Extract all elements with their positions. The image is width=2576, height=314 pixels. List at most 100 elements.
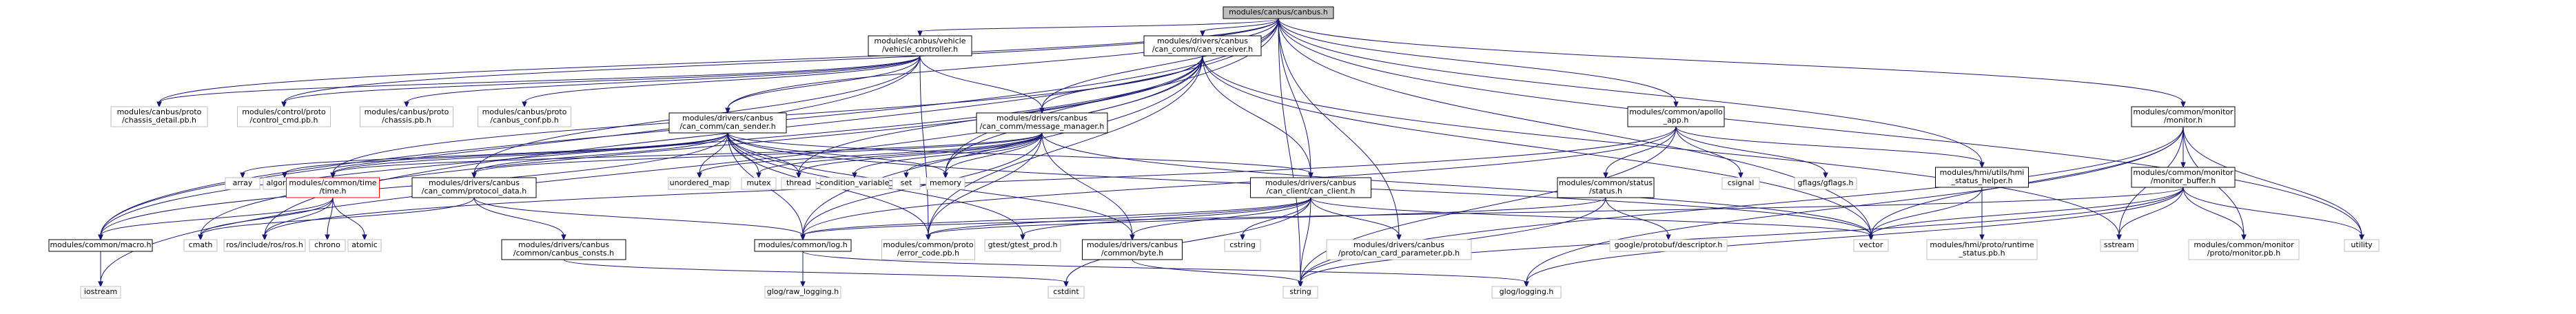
node-label: google/protobuf/descriptor.h <box>1615 240 1723 249</box>
edge-monitor_buffer-to-monitor_pb <box>2183 187 2247 241</box>
node-box <box>1282 286 1318 299</box>
edge-message_manager-to-memory <box>943 132 1043 179</box>
node-label: modules/canbus/vehicle <box>875 36 966 45</box>
node-label: set <box>901 178 912 187</box>
node-box <box>1926 239 2038 260</box>
node-label: cstring <box>1229 240 1256 249</box>
node-label: csignal <box>1728 178 1755 187</box>
edge-common_time-to-macro <box>98 197 334 241</box>
edge-can_receiver-to-can_client <box>1202 55 1313 179</box>
node-byte_h[interactable]: modules/drivers/canbus/common/byte.h <box>1082 239 1183 260</box>
node-protocol_data[interactable]: modules/drivers/canbus/can_comm/protocol… <box>411 177 537 198</box>
node-ros: ros/include/ros/ros.h <box>223 239 306 252</box>
node-cmath: cmath <box>183 239 218 252</box>
edge-message_manager-to-condition_variable <box>852 132 1043 179</box>
node-label: glog/raw_logging.h <box>767 287 839 296</box>
node-apollo_app[interactable]: modules/common/apollo_app.h <box>1627 106 1725 127</box>
node-label: mutex <box>746 178 771 187</box>
node-protobuf_descriptor: google/protobuf/descriptor.h <box>1609 239 1728 252</box>
node-label: modules/hmi/proto/runtime <box>1930 240 2034 249</box>
node-box <box>754 239 852 252</box>
node-label: _status.pb.h <box>1958 249 2005 258</box>
edge-can_sender-to-algorithm <box>282 132 728 179</box>
edge-monitor_buffer-to-common_log <box>800 187 2184 241</box>
node-label: /control_cmd.pb.h <box>249 116 318 125</box>
node-label: sstream <box>2104 240 2134 249</box>
node-canbus_consts[interactable]: modules/drivers/canbus/common/canbus_con… <box>501 239 626 260</box>
edge-monitor_buffer-to-string <box>1298 187 2184 288</box>
node-unordered_map: unordered_map <box>668 177 731 190</box>
edge-root-to-apollo_app <box>1278 18 1679 108</box>
node-label: modules/common/proto <box>883 240 974 249</box>
node-label: glog/logging.h <box>1500 287 1554 296</box>
edge-hmi_status_helper-to-runtime_status <box>1979 187 1985 241</box>
node-label: /can_client/can_client.h <box>1267 187 1356 196</box>
node-cstring: cstring <box>1224 239 1261 252</box>
edge-vehicle_controller-to-macro <box>98 55 921 241</box>
edge-message_manager-to-unordered_map <box>697 132 1043 179</box>
node-set: set <box>892 177 921 190</box>
node-label: /time.h <box>319 187 346 196</box>
edge-monitor_buffer-to-utility <box>2183 187 2364 241</box>
edge-monitor-to-glog_logging <box>1524 126 2184 288</box>
node-label: /chassis.pb.h <box>382 116 431 125</box>
node-label: modules/common/monitor <box>2194 240 2294 249</box>
node-label: /can_comm/message_manager.h <box>980 122 1105 131</box>
node-macro[interactable]: modules/common/macro.h <box>48 239 153 252</box>
node-label: modules/drivers/canbus <box>1157 36 1248 45</box>
node-iostream: iostream <box>80 286 121 299</box>
node-box <box>286 177 380 198</box>
edge-message_manager-to-mutex <box>756 132 1043 179</box>
node-hmi_status_helper[interactable]: modules/hmi/utils/hmi_status_helper.h <box>1935 167 2029 188</box>
node-label: cstdint <box>1053 287 1079 296</box>
node-label: /can_comm/can_sender.h <box>679 122 775 131</box>
node-common_time[interactable]: modules/common/time/time.h <box>286 177 380 198</box>
node-box <box>80 286 121 299</box>
node-can_sender[interactable]: modules/drivers/canbus/can_comm/can_send… <box>668 112 787 134</box>
node-utility: utility <box>2344 239 2380 252</box>
node-box <box>2100 239 2138 252</box>
node-status[interactable]: modules/common/status/status.h <box>1557 177 1655 198</box>
node-box <box>1250 177 1371 198</box>
node-monitor_pb: modules/common/monitor/proto/monitor.pb.… <box>2188 239 2300 260</box>
edge-vehicle_controller-to-can_sender <box>725 55 921 114</box>
edge-macro-to-iostream <box>98 251 103 288</box>
node-message_manager[interactable]: modules/drivers/canbus/can_comm/message_… <box>976 112 1108 134</box>
edge-common_time-to-chrono <box>325 197 334 241</box>
node-box <box>2188 239 2300 260</box>
node-label: chrono <box>314 240 340 249</box>
edge-root-to-monitor <box>1278 18 2186 108</box>
edge-common_log-to-glog_raw <box>800 251 806 288</box>
edge-root-to-hmi_status_helper <box>1278 18 1985 169</box>
node-box <box>2344 239 2380 252</box>
node-condition_variable: condition_variable <box>819 177 890 190</box>
node-label: _status_helper.h <box>1950 176 2012 185</box>
edges-layer <box>98 18 2364 288</box>
node-box <box>478 106 571 127</box>
node-box <box>668 112 787 134</box>
node-root[interactable]: modules/canbus/canbus.h <box>1223 6 1334 19</box>
node-box <box>309 239 346 252</box>
node-label: modules/canbus/proto <box>365 107 449 116</box>
node-box <box>984 239 1061 252</box>
node-canbus_conf: modules/canbus/proto/canbus_conf.pb.h <box>478 106 571 127</box>
node-monitor[interactable]: modules/common/monitor/monitor.h <box>2131 106 2236 127</box>
edge-message_manager-to-set <box>903 132 1043 179</box>
node-vector: vector <box>1853 239 1889 252</box>
node-box <box>347 239 382 252</box>
node-label: /status.h <box>1589 187 1622 196</box>
node-monitor_buffer[interactable]: modules/common/monitor/monitor_buffer.h <box>2131 167 2236 188</box>
edge-message_manager-to-protocol_data <box>471 132 1043 179</box>
node-box <box>668 177 731 190</box>
node-vehicle_controller[interactable]: modules/canbus/vehicle/vehicle_controlle… <box>868 35 972 56</box>
node-box <box>741 177 777 190</box>
node-can_receiver[interactable]: modules/drivers/canbus/can_comm/can_rece… <box>1143 35 1262 56</box>
node-label: modules/drivers/canbus <box>1353 240 1444 249</box>
node-label: modules/common/status <box>1559 178 1653 187</box>
node-common_log[interactable]: modules/common/log.h <box>754 239 852 252</box>
node-label: /common/canbus_consts.h <box>513 249 614 258</box>
node-box <box>892 177 921 190</box>
node-label: /proto/monitor.pb.h <box>2207 249 2280 258</box>
node-can_client[interactable]: modules/drivers/canbus/can_client/can_cl… <box>1250 177 1371 198</box>
